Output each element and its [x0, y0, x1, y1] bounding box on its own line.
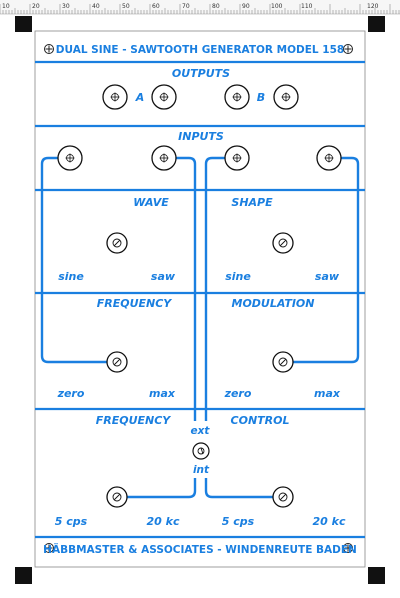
- crop-mark-top-left: [15, 16, 32, 32]
- jack-icon[interactable]: [102, 84, 128, 110]
- jack-icon[interactable]: [224, 145, 250, 171]
- ruler-number: 30: [62, 3, 70, 10]
- ruler-number: 70: [182, 3, 190, 10]
- switch-int-label: int: [193, 464, 210, 476]
- freq-control-left-min: 5 cps: [55, 515, 88, 528]
- freq-control-right-min: 5 cps: [222, 515, 255, 528]
- jack-icon[interactable]: [224, 84, 250, 110]
- ext-label-backdrop: [188, 424, 213, 437]
- signal-traces: [40, 156, 360, 499]
- ruler-number: 20: [32, 3, 40, 10]
- wave-max-label: saw: [151, 270, 176, 283]
- panel-footer: HÄBBMASTER & ASSOCIATES - WINDENREUTE BA…: [43, 542, 357, 556]
- ruler-number: 50: [122, 3, 130, 10]
- int-label-backdrop: [189, 463, 213, 476]
- screw-icon: [44, 44, 54, 54]
- shape-max-label: saw: [315, 270, 340, 283]
- ruler-number: 60: [152, 3, 160, 10]
- frequency-label: FREQUENCY: [97, 297, 173, 310]
- crop-mark-top-right: [368, 16, 385, 32]
- knob-icon[interactable]: [106, 351, 128, 373]
- shape-min-label: sine: [225, 270, 251, 283]
- outputs-label: OUTPUTS: [172, 67, 230, 80]
- knob-icon[interactable]: [272, 232, 294, 254]
- jack-icon[interactable]: [151, 145, 177, 171]
- frequency-min-label: zero: [57, 387, 85, 400]
- jack-icon[interactable]: [273, 84, 299, 110]
- frequency-control-left-label: FREQUENCY: [96, 414, 172, 427]
- screw-icon: [343, 44, 353, 54]
- crop-mark-bottom-left: [15, 567, 32, 584]
- knob-icon[interactable]: [106, 232, 128, 254]
- switch-icon[interactable]: [192, 442, 210, 460]
- knob-icon[interactable]: [272, 351, 294, 373]
- panel-title: DUAL SINE - SAWTOOTH GENERATOR MODEL 158: [56, 44, 344, 56]
- ruler-number: 40: [92, 3, 100, 10]
- modulation-max-label: max: [314, 387, 341, 400]
- output-a-label: A: [135, 91, 145, 104]
- jack-icon[interactable]: [57, 145, 83, 171]
- ruler-labels: 10 20 30 40 50 60 70 80 90 100 110 120: [2, 3, 379, 10]
- modulation-label: MODULATION: [232, 297, 315, 310]
- ruler-number: 120: [367, 3, 379, 10]
- output-b-label: B: [257, 91, 265, 104]
- jack-icon[interactable]: [151, 84, 177, 110]
- shape-label: SHAPE: [231, 196, 273, 209]
- switch-ext-label: ext: [191, 425, 211, 437]
- section-dividers: [35, 60, 365, 539]
- ruler-number: 80: [212, 3, 220, 10]
- ruler-number: 100: [271, 3, 283, 10]
- panel-face: [34, 30, 366, 568]
- wave-label: WAVE: [133, 196, 169, 209]
- jack-icon[interactable]: [316, 145, 342, 171]
- frequency-max-label: max: [149, 387, 176, 400]
- ruler-number: 110: [301, 3, 313, 10]
- wave-min-label: sine: [58, 270, 84, 283]
- ruler-number: 10: [2, 3, 10, 10]
- inputs-label: INPUTS: [178, 130, 224, 143]
- knob-icon[interactable]: [106, 486, 128, 508]
- crop-mark-bottom-right: [368, 567, 385, 584]
- freq-control-right-max: 20 kc: [313, 515, 346, 528]
- screw-icon: [44, 543, 54, 553]
- frequency-control-right-label: CONTROL: [231, 414, 290, 427]
- screw-icon: [343, 543, 353, 553]
- knob-icon[interactable]: [272, 486, 294, 508]
- ruler-number: 90: [242, 3, 250, 10]
- modulation-min-label: zero: [224, 387, 252, 400]
- ruler-ticks: [0, 4, 400, 14]
- freq-control-left-max: 20 kc: [147, 515, 180, 528]
